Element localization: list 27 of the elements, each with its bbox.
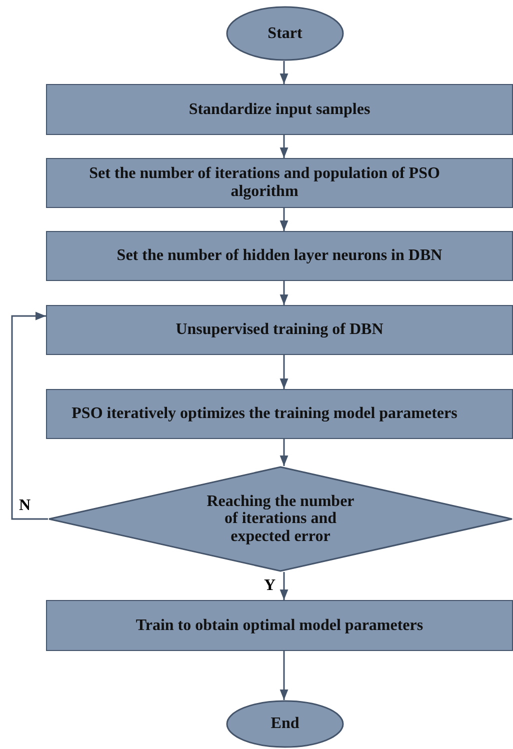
arrow [280, 439, 288, 466]
process-box [46, 600, 513, 651]
process-box [46, 389, 513, 439]
process-box [46, 231, 513, 281]
arrow [280, 651, 288, 700]
process-box [46, 305, 513, 355]
process-box [46, 84, 513, 135]
decision-diamond [48, 466, 513, 572]
arrow [280, 355, 288, 389]
arrow [280, 61, 288, 84]
arrow [11, 312, 48, 520]
node-text: PSO iteratively optimizes the training model parameters [72, 405, 458, 423]
node-text: End [270, 715, 300, 733]
node-text: Set the number of iterations and population of PSO algorithm [88, 165, 441, 201]
node-text: Unsupervised training of DBN [176, 321, 384, 339]
arrow [280, 572, 288, 600]
arrow [280, 135, 288, 158]
terminal-ellipse [226, 6, 344, 61]
node-text: Reaching the number of iterations and expected error [206, 492, 356, 546]
arrow [280, 281, 288, 305]
terminal-ellipse [226, 700, 344, 748]
node-text: Start [268, 24, 302, 42]
node-text: Set the number of hidden layer neurons in DBN [116, 247, 442, 265]
node-text: Standardize input samples [188, 100, 370, 118]
process-box [46, 158, 513, 208]
arrow [280, 208, 288, 231]
node-text: Train to obtain optimal model parameters [136, 616, 424, 634]
